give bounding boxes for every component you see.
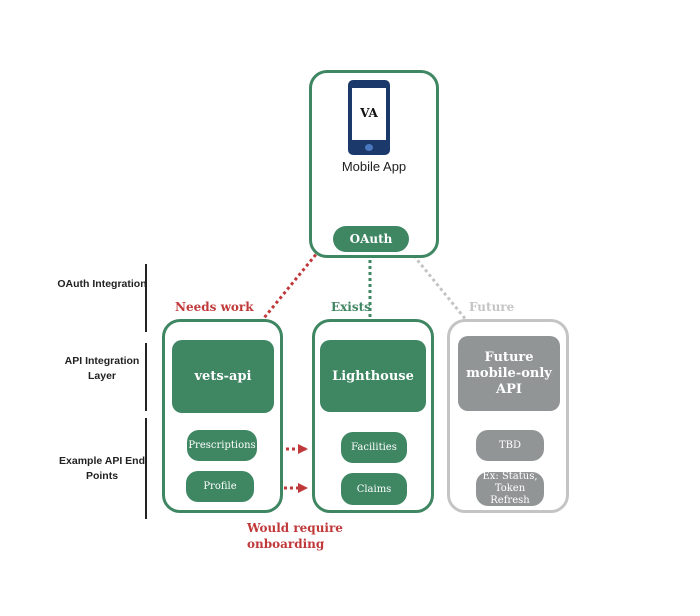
status-exists: Exists (331, 300, 371, 314)
phone-screen-label: VA (360, 106, 378, 120)
endpoint-label: Prescriptions (188, 440, 256, 451)
mobile-app-label: Mobile App (341, 159, 407, 174)
endpoint-label: Ex: Status, Token Refresh (482, 471, 538, 506)
lighthouse-node[interactable]: Lighthouse (320, 340, 426, 412)
lighthouse-title: Lighthouse (332, 368, 414, 384)
onboarding-note: Would require onboarding (247, 521, 343, 551)
endpoint-label: Profile (203, 481, 237, 492)
endpoint-label: TBD (498, 440, 522, 451)
layer-divider (145, 264, 147, 332)
endpoint-status-token-refresh[interactable]: Ex: Status, Token Refresh (476, 471, 544, 506)
status-future: Future (469, 300, 515, 314)
endpoint-tbd[interactable]: TBD (476, 430, 544, 461)
endpoint-profile[interactable]: Profile (186, 471, 254, 502)
vets-api-node[interactable]: vets-api (172, 340, 274, 413)
layer-label-endpoints: Example API End Points (59, 455, 145, 482)
phone-icon: VA (348, 80, 390, 155)
vets-api-title: vets-api (194, 369, 252, 384)
endpoint-label: Facilities (351, 442, 397, 453)
endpoint-label: Claims (356, 483, 392, 495)
oauth-node[interactable]: OAuth (333, 226, 409, 252)
future-api-title: Future mobile-only API (466, 349, 552, 397)
future-api-node[interactable]: Future mobile-only API (458, 336, 560, 411)
endpoint-prescriptions[interactable]: Prescriptions (187, 430, 257, 461)
layer-divider (145, 418, 147, 519)
oauth-label: OAuth (349, 232, 393, 246)
layer-label-oauth: OAuth Integration (57, 278, 147, 290)
layer-divider (145, 343, 147, 411)
oauth-vets-api-connector (244, 235, 333, 341)
endpoint-claims[interactable]: Claims (341, 473, 407, 505)
endpoint-facilities[interactable]: Facilities (341, 432, 407, 463)
status-needs-work: Needs work (175, 300, 254, 314)
layer-label-api: API Integration Layer (64, 355, 140, 382)
